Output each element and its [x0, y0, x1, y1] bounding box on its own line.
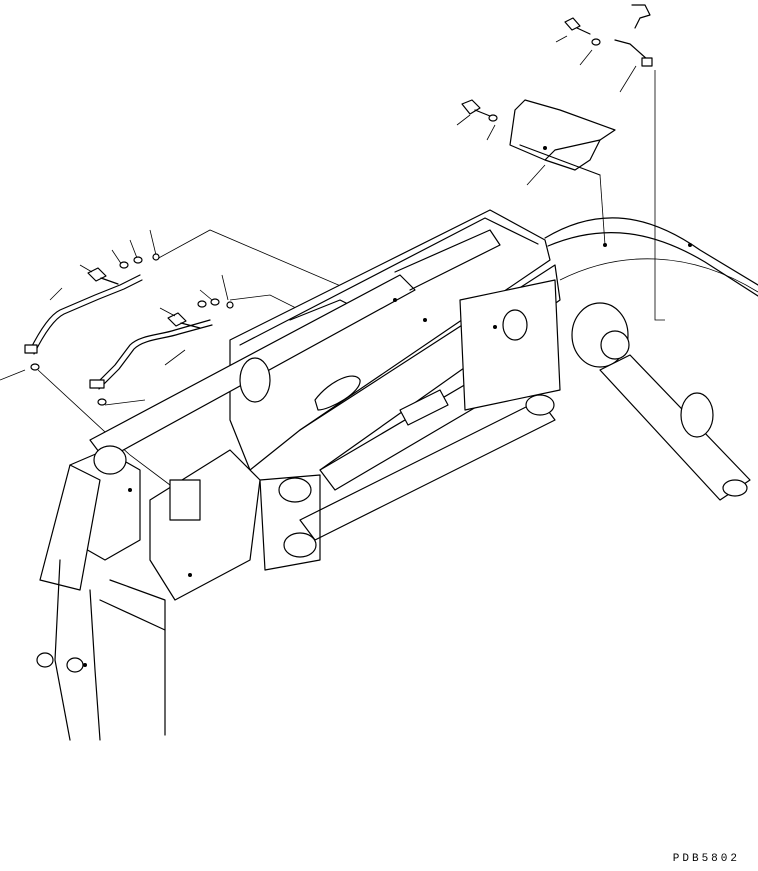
main-hoses [544, 217, 758, 297]
drawing-code: PDB5802 [672, 853, 740, 865]
clamp-bracket [509, 99, 616, 176]
swing-cylinder [571, 302, 751, 501]
lower-linkage [259, 279, 561, 571]
pin-clip [614, 4, 653, 67]
bolt-a [87, 253, 160, 285]
leader-lines [0, 35, 665, 486]
bolt-upper [461, 99, 498, 122]
hose-assembly-b [89, 319, 213, 406]
hose-assembly-a [24, 274, 143, 371]
bolt-b [167, 298, 234, 329]
hardware-dots [83, 146, 692, 667]
frame-tower [36, 445, 261, 741]
bolt-top [564, 17, 601, 46]
